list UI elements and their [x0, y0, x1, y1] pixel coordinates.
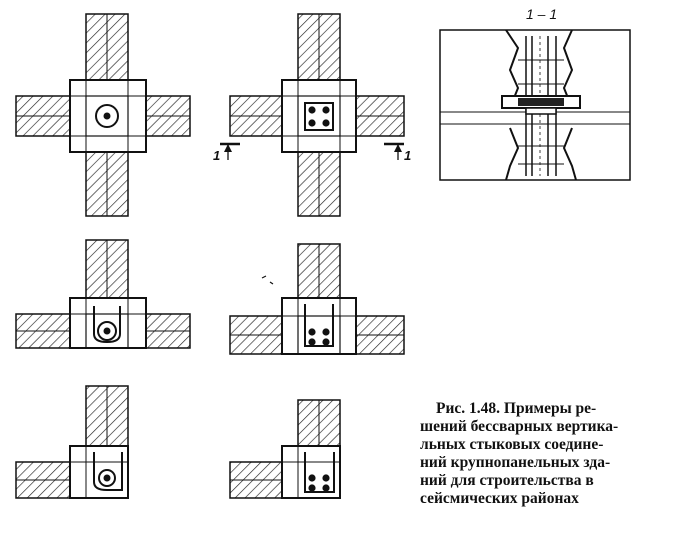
caption-line: Рис. 1.48. Примеры ре- [436, 400, 597, 417]
section-label: 1 – 1 [526, 6, 558, 22]
caption-line: ний крупнопанельных зда- [420, 454, 611, 471]
section-1-1-view [439, 29, 631, 181]
caption-line: шений бессварных вертика- [420, 418, 619, 435]
cross-joint-four-bars [220, 13, 405, 217]
corner-joint-four-bars [229, 399, 341, 499]
caption-line: ний для строительства в [420, 472, 594, 489]
t-joint-four-bars [229, 243, 405, 355]
cut-mark-left: 1 [213, 148, 221, 163]
corner-joint-round-bar [15, 385, 129, 499]
cross-joint-round-bar [15, 13, 191, 217]
caption-line: сейсмических районах [420, 490, 579, 507]
cut-mark-right: 1 [404, 148, 412, 163]
t-joint-round-bar [15, 239, 191, 349]
caption-line: льных стыковых соедине- [420, 436, 604, 453]
figure-caption: Рис. 1.48. Примеры ре- шений бессварных … [420, 400, 670, 508]
